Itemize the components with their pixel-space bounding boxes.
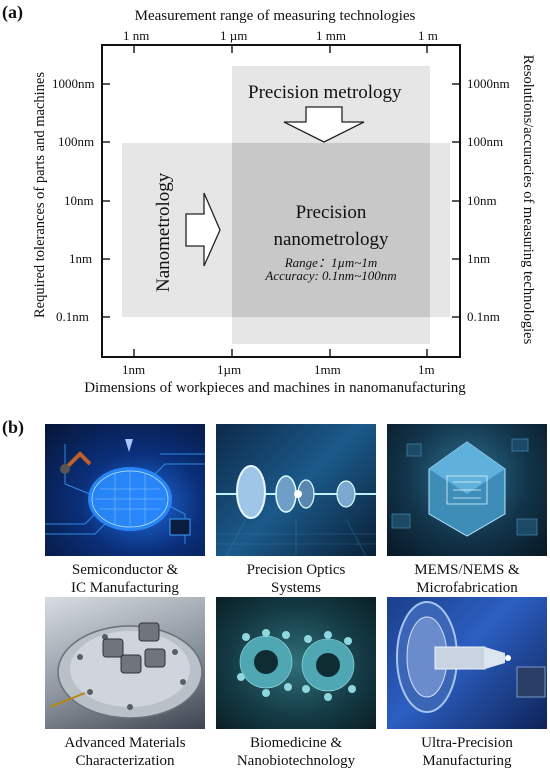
caption-semiconductor-line1: Semiconductor & <box>71 562 179 578</box>
caption-optics-line2: Systems <box>270 580 321 596</box>
caption-mems-line1: MEMS/NEMS & <box>414 562 520 578</box>
left-tick-1000nm: 1000nm <box>52 76 95 91</box>
precision-nanometrology-title-1: Precision <box>295 202 367 223</box>
bottom-tick-1um: 1µm <box>217 362 242 377</box>
top-tick-1um: 1 µm <box>220 28 248 43</box>
top-tick-1mm: 1 mm <box>316 28 346 43</box>
panel-a-label: (a) <box>2 2 23 22</box>
mems-image <box>387 424 547 556</box>
panel-b-label: (b) <box>2 417 24 437</box>
left-tick-0.1nm: 0.1nm <box>56 309 89 324</box>
precision-metrology-label: Precision metrology <box>248 82 402 103</box>
optics-image <box>216 424 376 556</box>
right-tick-0.1nm: 0.1nm <box>467 309 500 324</box>
right-tick-1nm: 1nm <box>467 251 491 266</box>
left-axis-title: Required tolerances of parts and machine… <box>32 72 48 319</box>
bottom-tick-1m: 1m <box>418 362 435 377</box>
caption-ultra-precision-line2: Manufacturing <box>422 753 512 769</box>
right-axis-title: Resolutions/accuracies of measuring tech… <box>520 54 536 345</box>
caption-semiconductor-line2: IC Manufacturing <box>71 580 179 596</box>
materials-image <box>45 597 205 729</box>
semiconductor-image <box>45 424 205 556</box>
precision-nanometrology-region <box>232 143 430 317</box>
plot-frame <box>101 44 461 358</box>
range-text: Range：1µm~1m <box>284 255 378 270</box>
biomedicine-image <box>216 597 376 729</box>
top-tick-1nm: 1 nm <box>123 28 150 43</box>
top-tick-1m: 1 m <box>418 28 438 43</box>
caption-materials-line1: Advanced Materials <box>64 735 186 751</box>
left-tick-10nm: 10nm <box>64 193 94 208</box>
caption-ultra-precision-line1: Ultra-Precision <box>421 735 513 751</box>
precision-nanometrology-title-2: nanometrology <box>273 229 389 250</box>
caption-ultra-precision: Ultra-Precision Manufacturing <box>372 734 550 770</box>
caption-optics-line1: Precision Optics <box>246 562 346 578</box>
caption-semiconductor: Semiconductor & IC Manufacturing <box>30 561 220 597</box>
left-tick-1nm: 1nm <box>69 251 93 266</box>
ultra-precision-image <box>387 597 547 729</box>
caption-biomedicine: Biomedicine & Nanobiotechnology <box>201 734 391 770</box>
accuracy-text: Accuracy: 0.1nm~100nm <box>265 268 397 283</box>
left-tick-100nm: 100nm <box>58 134 95 149</box>
right-tick-100nm: 100nm <box>467 134 504 149</box>
bottom-axis-title: Dimensions of workpieces and machines in… <box>84 380 466 396</box>
bottom-tick-1nm: 1nm <box>122 362 146 377</box>
right-tick-10nm: 10nm <box>467 193 497 208</box>
caption-biomedicine-line1: Biomedicine & <box>249 735 343 751</box>
caption-biomedicine-line2: Nanobiotechnology <box>236 753 356 769</box>
caption-optics: Precision Optics Systems <box>201 561 391 597</box>
right-tick-1000nm: 1000nm <box>467 76 510 91</box>
caption-materials-line2: Characterization <box>75 753 175 769</box>
top-axis-title: Measurement range of measuring technolog… <box>134 8 416 24</box>
bottom-tick-1mm: 1mm <box>314 362 341 377</box>
caption-mems-line2: Microfabrication <box>416 580 518 596</box>
caption-materials: Advanced Materials Characterization <box>30 734 220 770</box>
nanometrology-label: Nanometrology <box>153 172 174 292</box>
caption-mems: MEMS/NEMS & Microfabrication <box>372 561 550 597</box>
